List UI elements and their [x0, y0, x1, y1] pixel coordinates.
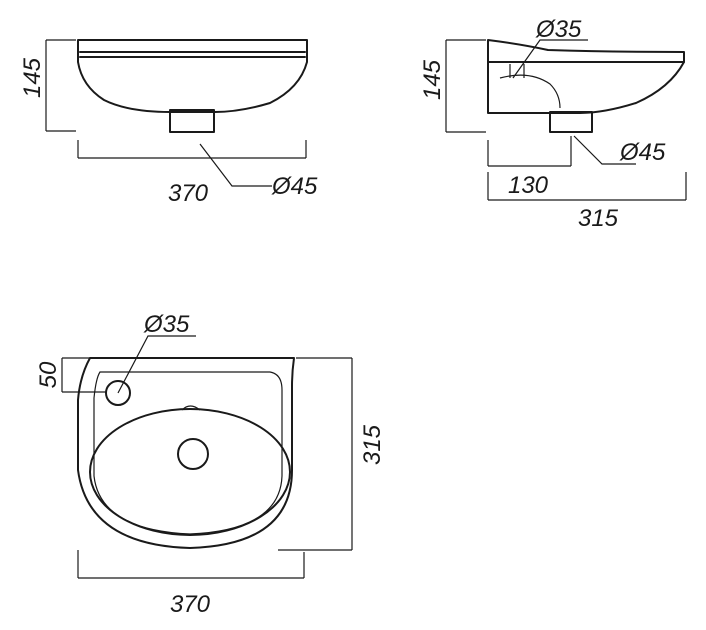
front-drain-leader	[199, 143, 272, 187]
side-drain-leader	[573, 135, 636, 165]
side-depth-label: 315	[578, 205, 619, 232]
front-drain-pipe	[169, 109, 215, 133]
top-bowl	[89, 408, 291, 536]
top-offset-label: 50	[35, 361, 62, 388]
top-view: 50 Ø35 315 370	[35, 311, 386, 618]
front-width-label: 370	[168, 180, 209, 207]
side-tap-label: Ø35	[535, 16, 582, 43]
side-tap-leader	[512, 39, 588, 79]
top-depth-label: 315	[359, 424, 386, 465]
front-height-label: 145	[19, 57, 46, 98]
top-drain	[177, 438, 209, 470]
top-width-label: 370	[170, 591, 211, 618]
side-drain-pipe	[549, 111, 593, 133]
top-tap-hole	[105, 380, 131, 406]
side-height-label: 145	[419, 59, 446, 100]
front-drain-label: Ø45	[271, 173, 318, 200]
front-basin-outline	[77, 39, 308, 113]
side-drain-label: Ø45	[619, 139, 666, 166]
top-inner-rim	[93, 371, 283, 535]
top-basin-outline	[77, 357, 295, 549]
front-view: 145 370 Ø45	[19, 39, 318, 207]
top-overflow	[181, 405, 201, 411]
top-tap-leader	[117, 335, 196, 394]
side-offset-label: 130	[508, 172, 549, 199]
top-tap-label: Ø35	[143, 311, 190, 338]
side-view: 145 Ø35 130 Ø45 315	[419, 16, 687, 232]
side-basin-outline	[487, 39, 685, 114]
side-interior-curve	[499, 74, 561, 109]
